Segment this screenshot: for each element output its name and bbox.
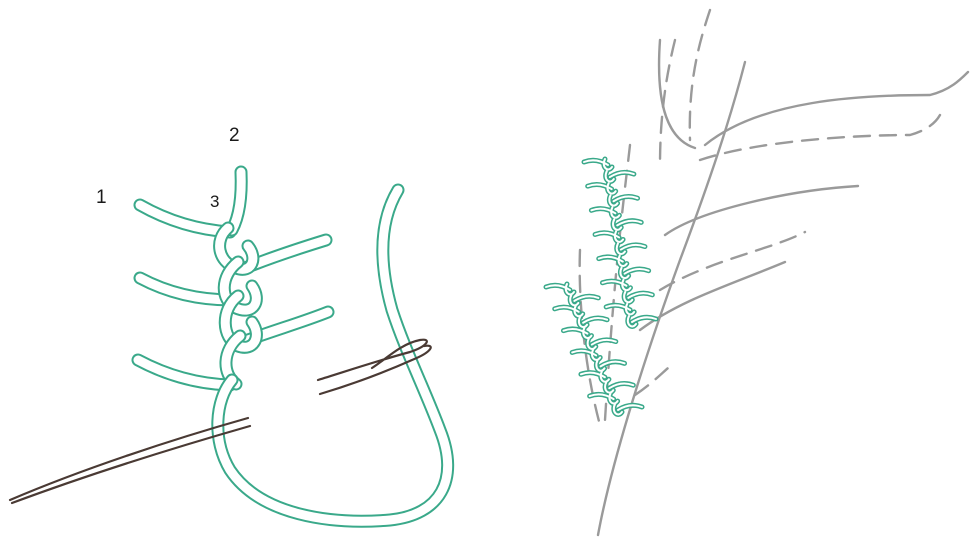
branch-low-right <box>640 262 785 330</box>
step-label-3: 3 <box>210 192 219 211</box>
step-label-2: 2 <box>229 125 240 146</box>
branch-long-right <box>705 72 968 145</box>
left-arm-3 <box>138 360 230 385</box>
feather-stitch-upper-inner <box>584 159 656 326</box>
branch-mid-right <box>665 186 858 235</box>
top-stem <box>232 172 241 230</box>
stitch-step-illustration <box>10 172 448 521</box>
working-thread <box>218 190 448 521</box>
dashed-outlines <box>580 10 940 425</box>
plant-branch-illustration <box>580 10 968 535</box>
step-label-1: 1 <box>96 187 107 208</box>
chain-loops <box>220 228 257 384</box>
